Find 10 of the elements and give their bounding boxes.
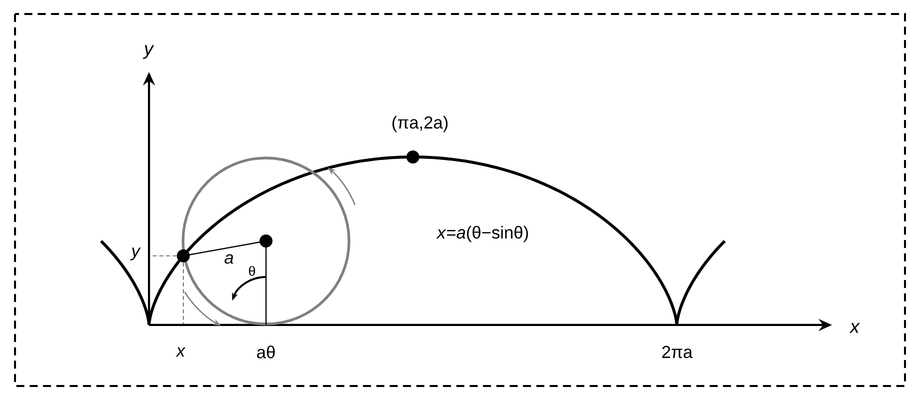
coordinate-label: 2πa — [662, 346, 693, 358]
coordinate-label: x — [176, 347, 186, 357]
axis-label: y — [142, 45, 154, 59]
equation-label: x=a(θ−sinθ) — [436, 226, 528, 242]
coordinate-label: aθ — [257, 346, 275, 358]
radius-label: a — [224, 254, 234, 264]
axis-label: x — [849, 323, 860, 333]
angle-label: θ — [249, 266, 256, 276]
point-label: (πa,2a) — [392, 116, 448, 132]
coordinate-label: y — [130, 248, 141, 260]
